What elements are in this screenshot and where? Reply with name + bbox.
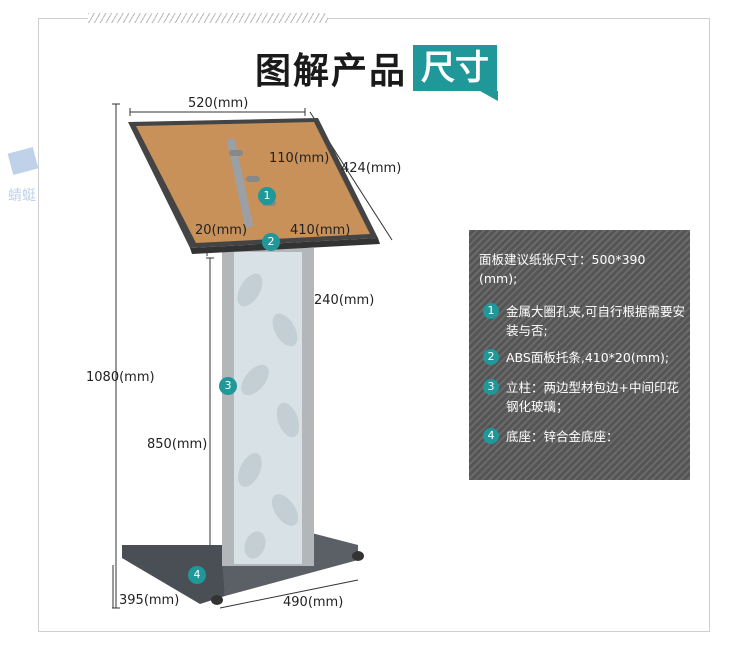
spec-item-4: 4 底座：锌合金底座： (483, 427, 686, 446)
dim-column-h: 850(mm) (147, 437, 208, 452)
dim-ledge-w: 410(mm) (290, 223, 351, 238)
spec-badge-2: 2 (483, 349, 499, 365)
spec-item-1: 1 金属大圈孔夹,可自行根据需要安装与否; (483, 302, 686, 340)
spec-head: 面板建议纸张尺寸：500*390 (mm); (479, 252, 646, 286)
marker-3: 3 (219, 377, 237, 395)
dim-clip: 110(mm) (269, 151, 330, 166)
title-main: 图解产品 (255, 51, 408, 92)
spec-item-2: 2 ABS面板托条,410*20(mm); (483, 348, 686, 367)
dim-column: 240(mm) (314, 293, 375, 308)
dim-width-top: 520(mm) (188, 96, 249, 111)
marker-2: 2 (262, 233, 280, 251)
dim-height: 1080(mm) (86, 370, 155, 385)
spec-text-2: ABS面板托条,410*20(mm); (506, 350, 670, 365)
spec-panel: 面板建议纸张尺寸：500*390 (mm); 1 金属大圈孔夹,可自行根据需要安… (469, 230, 690, 480)
brand-watermark-icon: 蜻蜓 (7, 147, 39, 204)
dim-depth-top: 424(mm) (341, 161, 402, 176)
watermark-text: 蜻蜓 (8, 188, 36, 204)
dim-base-w: 490(mm) (283, 595, 344, 610)
decorative-hatch (88, 13, 328, 23)
dim-ledge-h: 20(mm) (195, 223, 248, 238)
section-title: 图解产品 尺寸 (255, 44, 499, 101)
spec-badge-3: 3 (483, 379, 499, 395)
spec-badge-4: 4 (483, 428, 499, 444)
spec-text-1: 金属大圈孔夹,可自行根据需要安装与否; (506, 304, 685, 338)
dim-base-d: 395(mm) (119, 593, 180, 608)
marker-4: 4 (188, 566, 206, 584)
spec-item-3: 3 立柱：两边型材包边+中间印花钢化玻璃； (483, 378, 686, 416)
content-frame (38, 18, 710, 632)
marker-1: 1 (258, 187, 276, 205)
spec-text-3: 立柱：两边型材包边+中间印花钢化玻璃； (506, 380, 679, 414)
spec-text-4: 底座：锌合金底座： (506, 429, 619, 444)
spec-badge-1: 1 (483, 303, 499, 319)
title-accent: 尺寸 (413, 45, 499, 101)
